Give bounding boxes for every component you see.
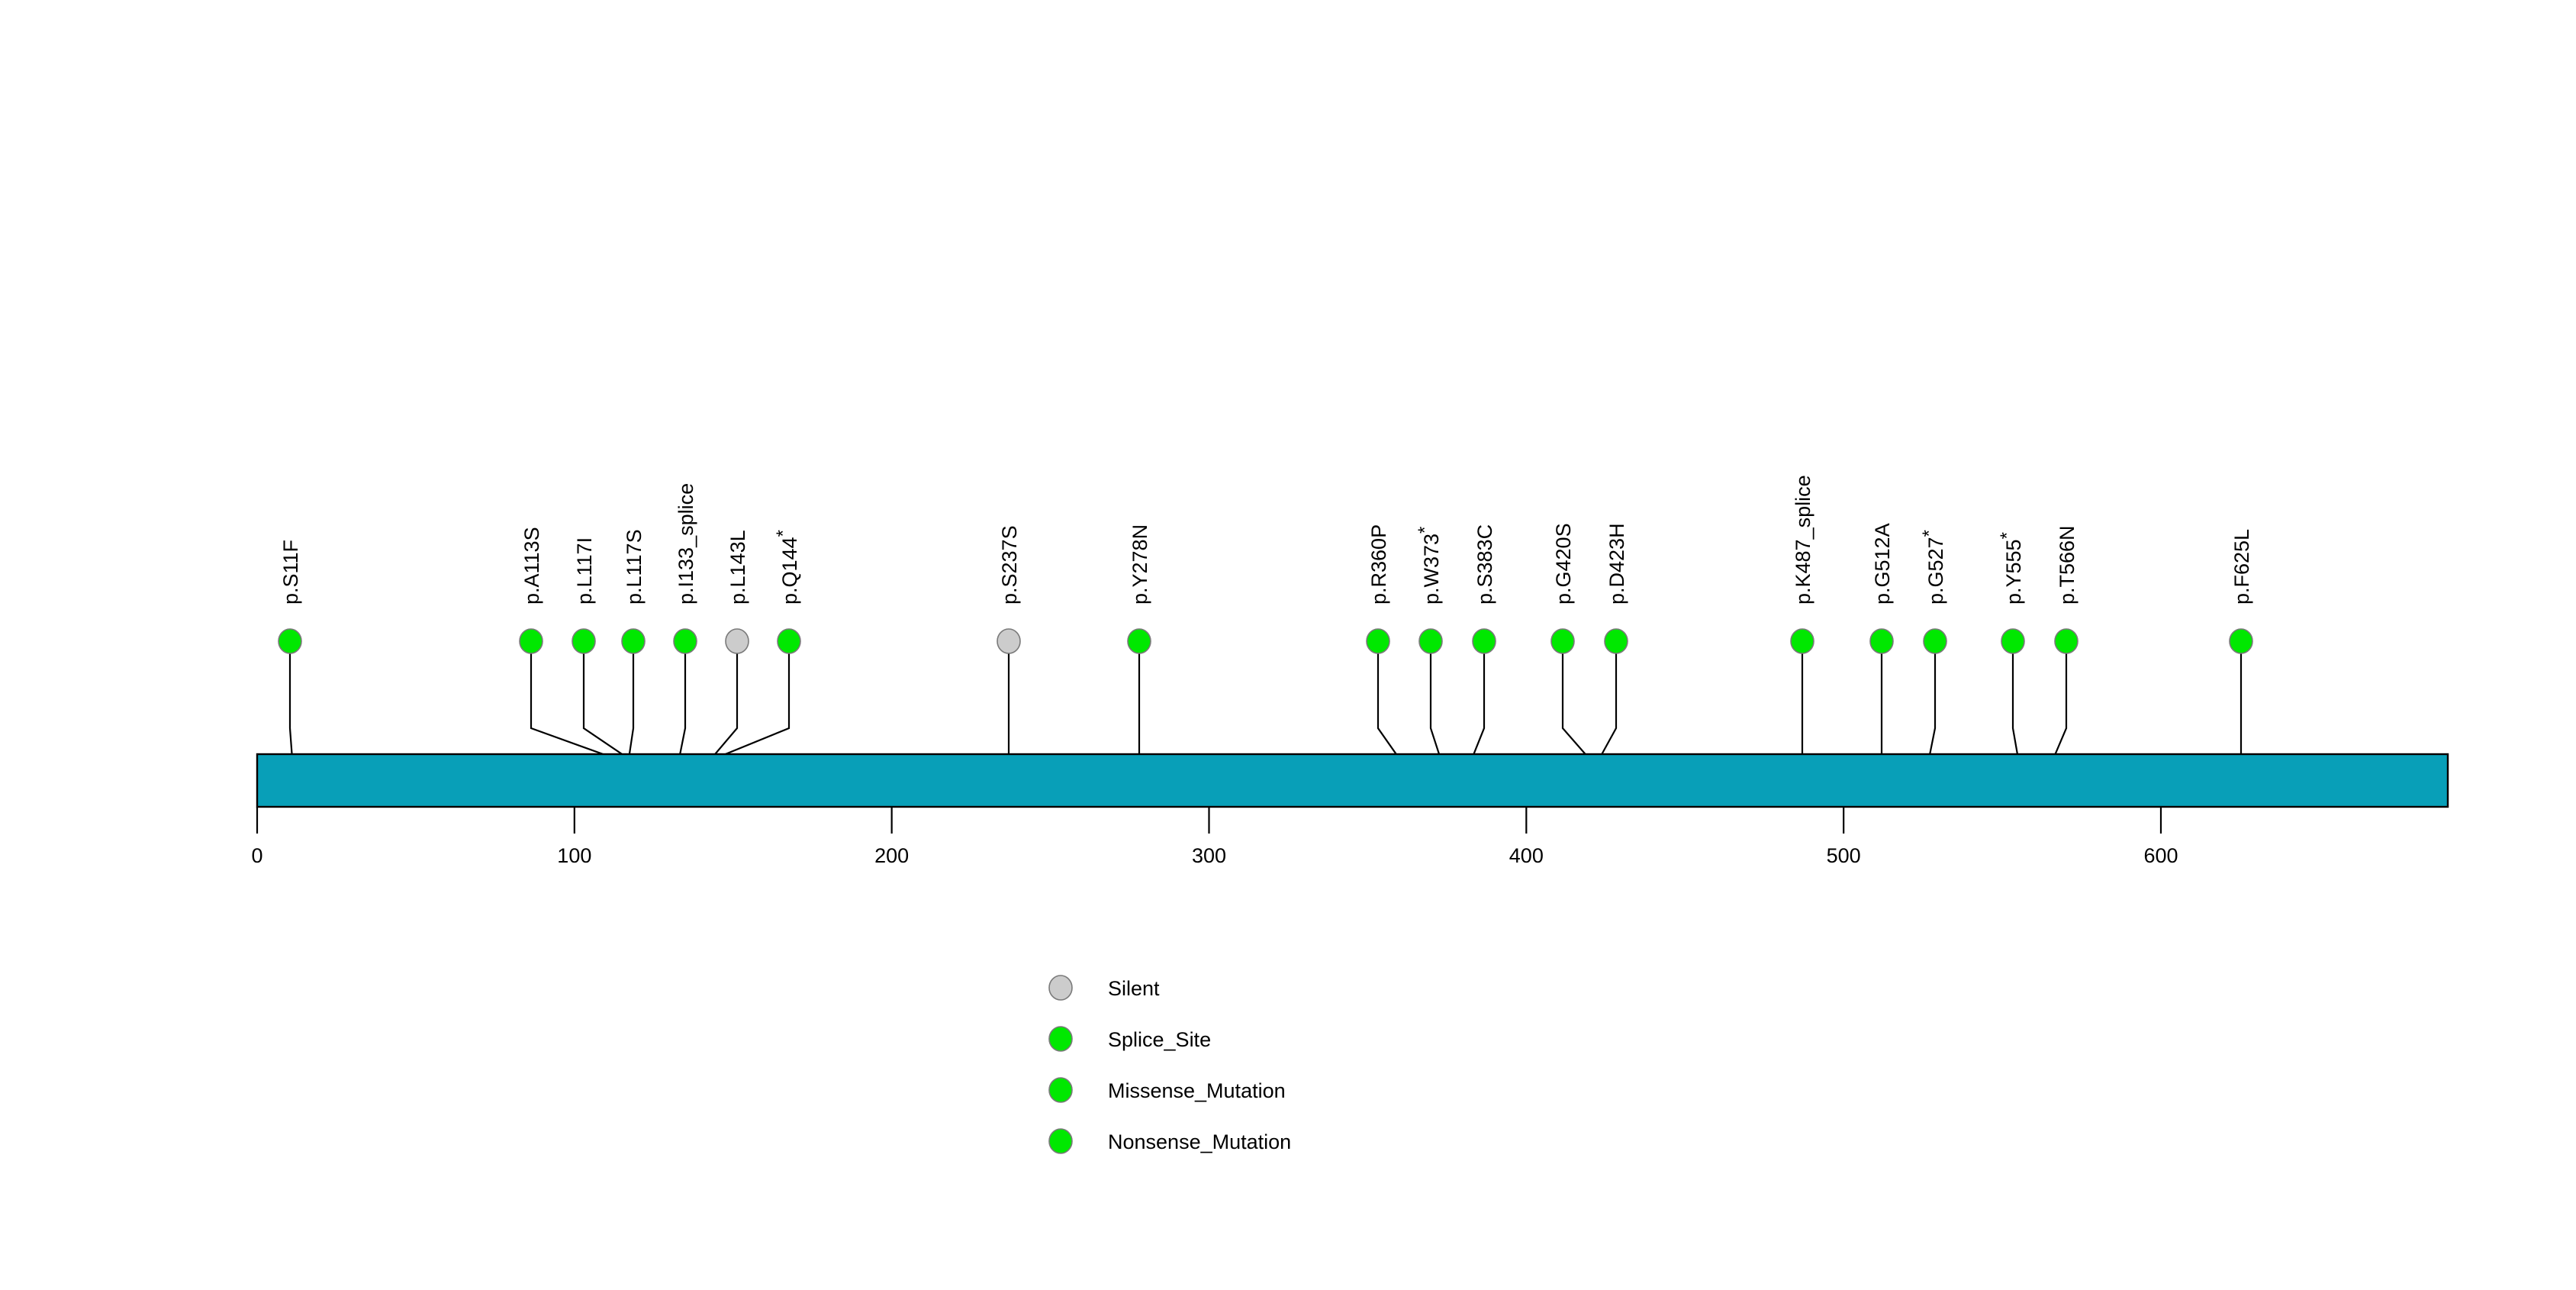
mutation-label-text: p.S11F	[279, 540, 302, 605]
mutation-label: p.Y278N	[1129, 524, 1151, 605]
mutation-label-text: p.Q144	[778, 537, 801, 605]
legend-swatch[interactable]	[1048, 1128, 1073, 1154]
mutation-label-text: p.F625L	[2230, 529, 2253, 605]
mutation-label-text: p.I133_splice	[675, 483, 697, 605]
mutation-label-text: p.T566N	[2056, 525, 2079, 605]
mutation-label-text: p.G512A	[1871, 523, 1894, 605]
mutation-label-text: p.S237S	[998, 525, 1021, 605]
x-axis-tick-label: 600	[2143, 844, 2178, 867]
lollipop-dot[interactable]	[572, 628, 596, 654]
mutation-label-text: p.L117S	[623, 529, 646, 605]
lollipop-dot[interactable]	[673, 628, 697, 654]
legend-label: Nonsense_Mutation	[1108, 1130, 1291, 1153]
mutation-label-text: p.Y555	[2002, 539, 2025, 605]
mutation-label: p.R360P	[1367, 524, 1390, 605]
mutation-label: p.F625L	[2230, 529, 2253, 605]
lollipop-dot[interactable]	[1550, 628, 1575, 654]
mutation-label: p.I133_splice	[675, 483, 697, 605]
x-axis-tick-label: 400	[1509, 844, 1544, 867]
protein-backbone-bar	[256, 753, 2449, 808]
mutation-label: p.L143L	[726, 530, 749, 605]
mutation-label-text: p.R360P	[1367, 524, 1390, 605]
lollipop-dot[interactable]	[1472, 628, 1496, 654]
mutation-label: p.A113S	[520, 527, 543, 605]
mutation-label-text: p.Y278N	[1129, 524, 1151, 605]
mutation-labels-group: p.S11F p.A113S p.L117I p.L117S p.I133_splice…	[279, 475, 2253, 605]
mutation-label-text: p.L117I	[573, 537, 596, 605]
lollipop-dot[interactable]	[1869, 628, 1894, 654]
mutation-label: p.G512A	[1871, 523, 1894, 605]
legend-label: Missense_Mutation	[1108, 1079, 1286, 1102]
mutation-label: p.W373*	[1415, 527, 1443, 605]
nonsense-star-glyph: *	[1415, 527, 1435, 534]
mutation-label: p.T566N	[2056, 525, 2079, 605]
lollipop-dot[interactable]	[2054, 628, 2079, 654]
mutation-label: p.S11F	[279, 540, 302, 605]
lollipop-dots-group	[278, 628, 2253, 654]
mutation-label: p.G527*	[1919, 530, 1947, 605]
mutation-label: p.Y555*	[1997, 532, 2025, 605]
nonsense-star-glyph: *	[773, 530, 794, 537]
mutation-label-text: p.L143L	[726, 530, 749, 605]
lollipop-dot[interactable]	[1418, 628, 1443, 654]
lollipop-dot[interactable]	[2001, 628, 2025, 654]
x-axis-tick-label: 200	[874, 844, 909, 867]
x-axis-tick-label: 500	[1827, 844, 1861, 867]
legend-swatch[interactable]	[1048, 1026, 1073, 1052]
mutation-label: p.G420S	[1552, 523, 1575, 605]
x-axis-tick-label: 100	[557, 844, 591, 867]
lollipop-dot[interactable]	[725, 628, 749, 654]
lollipop-dot[interactable]	[1604, 628, 1628, 654]
x-axis-tick-label: 0	[251, 844, 262, 867]
lollipop-dot[interactable]	[1127, 628, 1151, 654]
mutation-label-text: p.S383C	[1473, 524, 1496, 605]
mutation-label-text: p.W373	[1420, 534, 1443, 605]
lollipop-dot[interactable]	[1790, 628, 1814, 654]
mutation-label: p.L117S	[623, 529, 646, 605]
mutation-label: p.S237S	[998, 525, 1021, 605]
x-axis-group: 0 100 200 300 400 500 600	[251, 807, 2178, 867]
protein-bar-group	[256, 753, 2449, 808]
legend-label: Silent	[1108, 977, 1160, 1000]
mutation-label: p.K487_splice	[1792, 475, 1814, 605]
lollipop-dot[interactable]	[519, 628, 543, 654]
legend-group: SilentSplice_SiteMissense_MutationNonsen…	[1048, 975, 1291, 1154]
mutation-label-text: p.A113S	[520, 527, 543, 605]
lollipop-dot[interactable]	[1923, 628, 1947, 654]
lollipop-dot[interactable]	[621, 628, 646, 654]
legend-label: Splice_Site	[1108, 1028, 1211, 1051]
mutation-label: p.Q144*	[773, 530, 801, 605]
mutation-label-text: p.D423H	[1605, 523, 1628, 605]
mutation-label-text: p.G527	[1924, 537, 1947, 605]
lollipop-dot[interactable]	[777, 628, 801, 654]
mutation-label: p.L117I	[573, 537, 596, 605]
lollipop-dot[interactable]	[278, 628, 302, 654]
lollipop-dot[interactable]	[2229, 628, 2253, 654]
lollipop-dot[interactable]	[997, 628, 1021, 654]
lollipop-dot[interactable]	[1366, 628, 1390, 654]
mutation-label: p.D423H	[1605, 523, 1628, 605]
nonsense-star-glyph: *	[1997, 532, 2017, 539]
nonsense-star-glyph: *	[1919, 530, 1940, 537]
legend-swatch[interactable]	[1048, 1077, 1073, 1103]
mutation-label-text: p.K487_splice	[1792, 475, 1814, 605]
x-axis-tick-label: 300	[1192, 844, 1226, 867]
legend-swatch[interactable]	[1048, 975, 1073, 1001]
mutation-label-text: p.G420S	[1552, 523, 1575, 605]
mutation-label: p.S383C	[1473, 524, 1496, 605]
